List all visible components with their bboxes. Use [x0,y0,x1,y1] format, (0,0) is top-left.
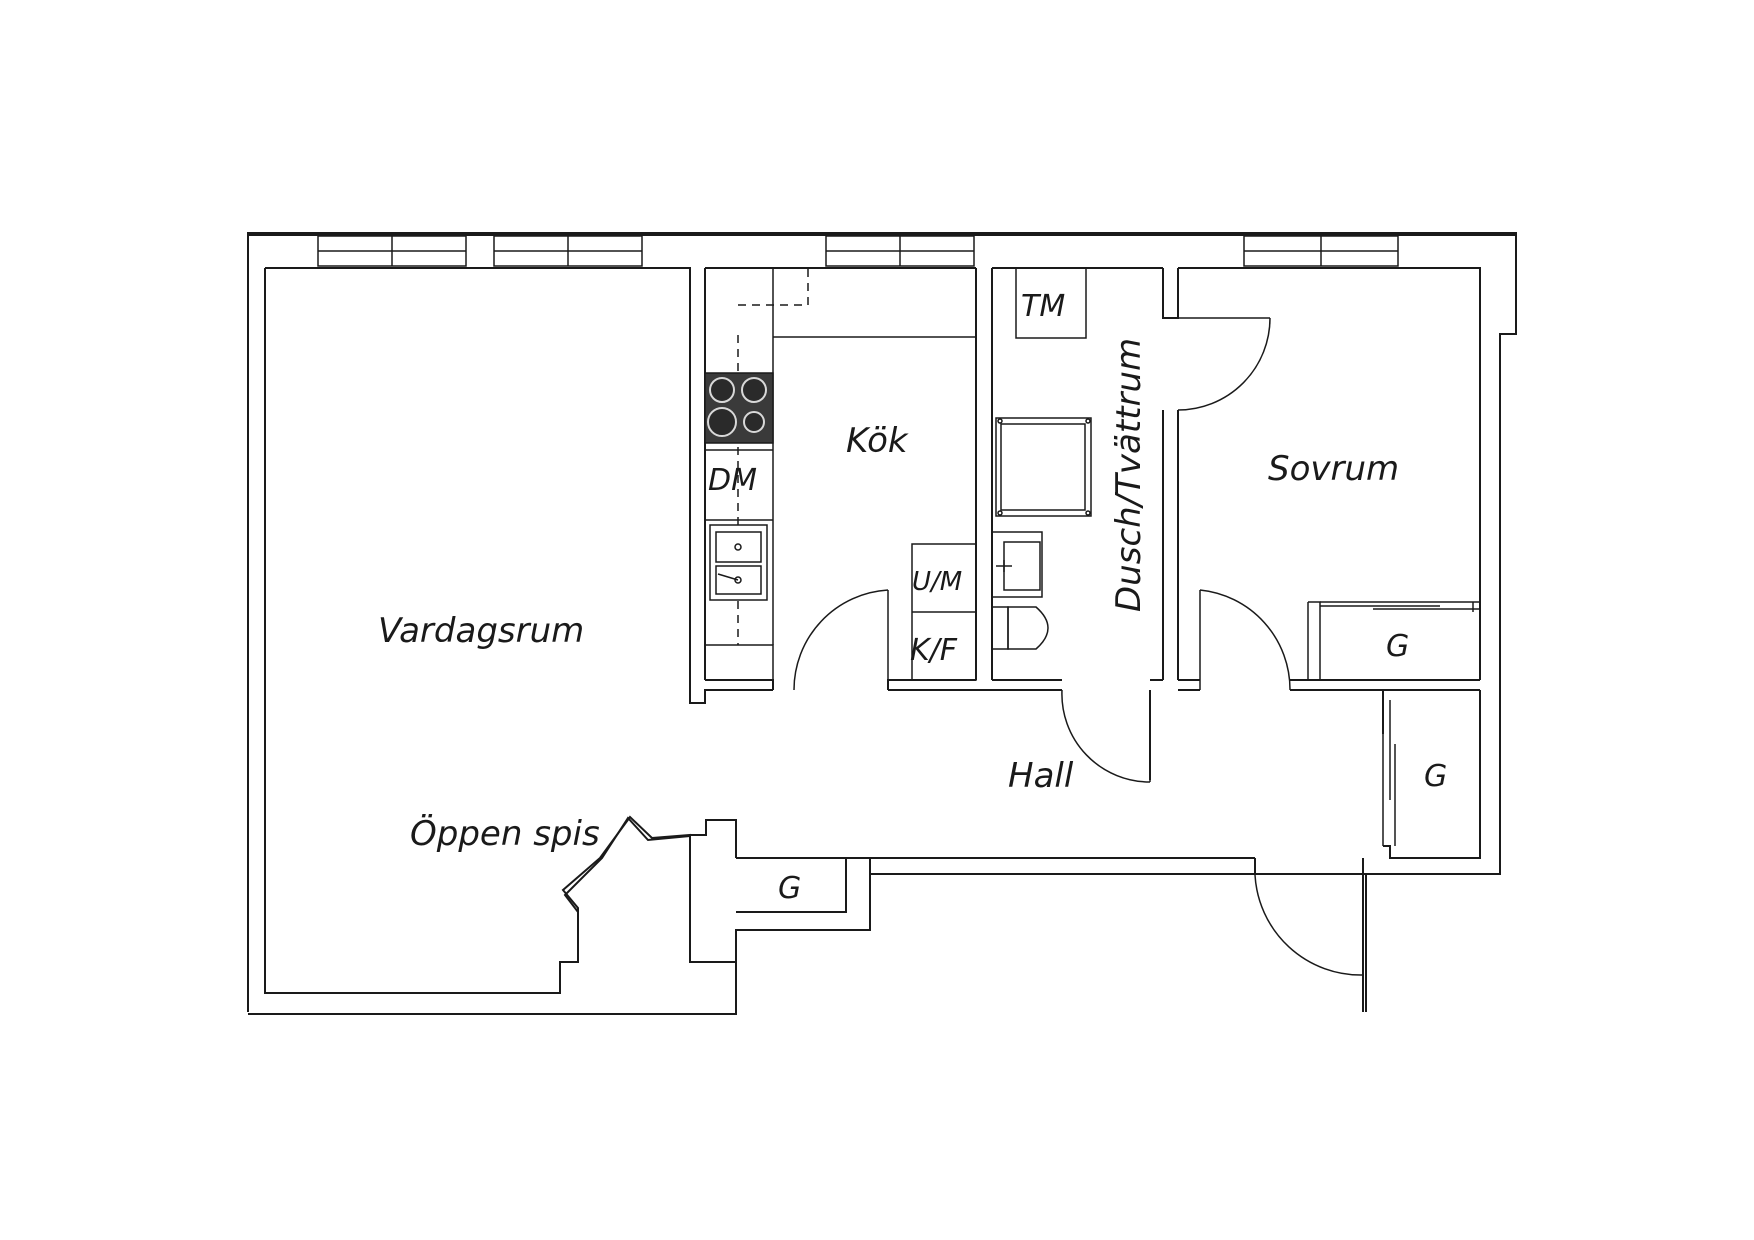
windows [317,235,1399,267]
fixture-label-oven-microwave: U/M [912,567,962,597]
kitchen-sink [709,524,768,601]
fireplace [563,816,691,962]
fixture-label-fridge-freezer: K/F [910,633,958,668]
toilet [991,606,1049,650]
room-label-hall: Hall [1008,756,1074,796]
kitchen-cabinets [911,543,977,681]
stove [704,372,774,444]
wardrobe-label-entry: G [778,871,801,906]
wardrobe-label-bedroom: G [1386,629,1409,664]
room-label-bathroom: Dusch/Tvättrum [1109,338,1149,612]
doors [793,317,1364,976]
shower [995,417,1092,517]
room-label-living: Vardagsrum [378,611,584,651]
fixture-label-dishwasher: DM [708,463,757,498]
room-label-bedroom: Sovrum [1268,449,1399,489]
outer-shell [247,232,1517,236]
wardrobe-label-hall: G [1424,759,1447,794]
wardrobes [1307,601,1480,846]
room-label-kitchen: Kök [846,421,909,461]
washing-machine-box [1015,267,1087,339]
interior-walls [689,267,1481,1012]
fixture-label-washing-machine: TM [1021,289,1065,324]
bathroom-sink [991,531,1043,598]
room-label-fireplace: Öppen spis [410,813,600,854]
